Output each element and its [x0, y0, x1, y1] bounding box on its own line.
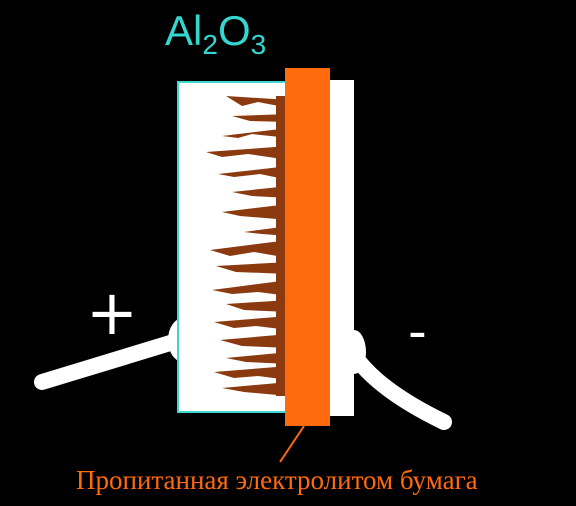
pore — [214, 316, 289, 330]
positive-terminal-label: + — [86, 276, 138, 349]
pore — [218, 166, 289, 180]
pore — [220, 334, 289, 348]
cathode-electrode — [328, 80, 354, 416]
pore — [222, 204, 289, 220]
pore — [226, 300, 289, 312]
pore — [232, 186, 289, 198]
formula-sub-2: 2 — [202, 29, 218, 60]
oxide-formula-label: Al2O3 — [165, 7, 266, 59]
caption-pointer-line — [279, 425, 305, 463]
pore — [222, 128, 289, 138]
pore — [210, 240, 289, 258]
formula-sub-3: 3 — [250, 29, 267, 60]
formula-o: O — [217, 7, 251, 54]
negative-lead-wire — [346, 347, 452, 430]
formula-al: Al — [165, 7, 203, 54]
electrolyte-paper — [285, 68, 330, 426]
paper-caption: Пропитанная электролитом бумага — [76, 465, 478, 495]
positive-lead-wire — [34, 332, 188, 390]
pore — [244, 226, 289, 236]
pore — [216, 262, 289, 274]
pore — [226, 96, 289, 108]
pore — [226, 352, 289, 364]
pore — [222, 382, 289, 396]
pore — [212, 280, 289, 296]
negative-terminal-label: - — [408, 302, 427, 362]
pore — [214, 366, 289, 380]
pore — [232, 114, 289, 122]
pore — [206, 146, 289, 160]
